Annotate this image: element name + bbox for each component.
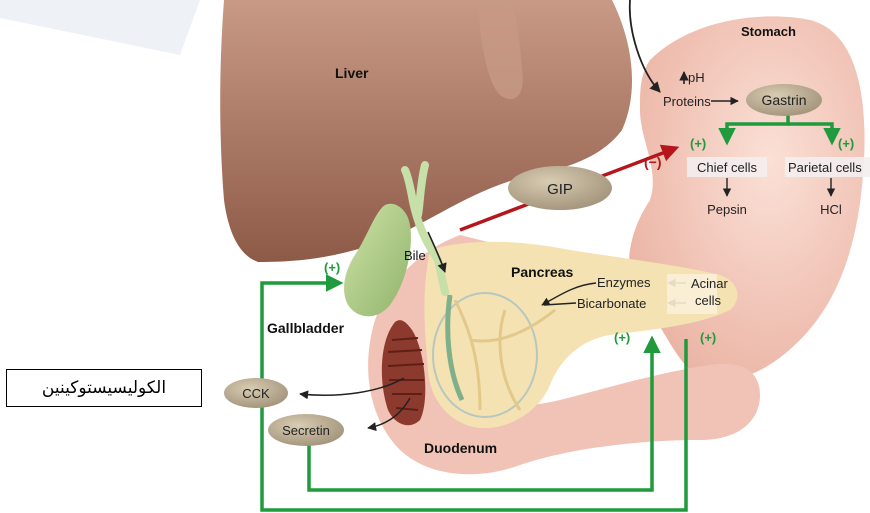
bicarbonate-label: Bicarbonate: [577, 296, 646, 311]
gallbladder-label: Gallbladder: [267, 320, 345, 336]
cck-arabic-text: الكوليسيستوكينين: [42, 378, 166, 398]
gip-label: GIP: [547, 181, 573, 198]
pepsin-label: Pepsin: [707, 202, 747, 217]
chief-cells-label: Chief cells: [697, 160, 757, 175]
acinar-plus: (+): [700, 330, 716, 345]
liver-shape: [220, 0, 632, 262]
chief-cells-plus: (+): [690, 136, 706, 151]
pancreas-label: Pancreas: [511, 264, 573, 280]
cck-label: CCK: [242, 386, 270, 401]
corner-decoration: [0, 0, 200, 55]
cck-translation-box: الكوليسيستوكينين: [6, 369, 202, 407]
hcl-label: HCl: [820, 202, 842, 217]
stomach-label: Stomach: [741, 24, 796, 39]
enzymes-label: Enzymes: [597, 275, 651, 290]
gip-minus: (−): [644, 154, 662, 170]
duodenum-label: Duodenum: [424, 440, 497, 456]
liver-label: Liver: [335, 65, 369, 81]
secretin-label: Secretin: [282, 423, 330, 438]
gallbladder-plus: (+): [324, 260, 340, 275]
bicarbonate-plus: (+): [614, 330, 630, 345]
bile-label: Bile: [404, 248, 426, 263]
proteins-label: Proteins: [663, 94, 711, 109]
acinar-cells-label: cells: [695, 293, 722, 308]
parietal-cells-label: Parietal cells: [788, 160, 862, 175]
parietal-cells-plus: (+): [838, 136, 854, 151]
ph-label: pH: [688, 70, 705, 85]
gastrin-label: Gastrin: [761, 92, 806, 108]
acinar-label: Acinar: [691, 276, 729, 291]
